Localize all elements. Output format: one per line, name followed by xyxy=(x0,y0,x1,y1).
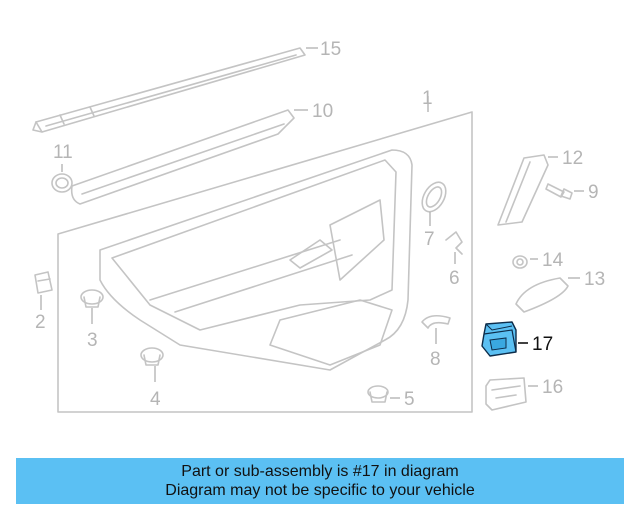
callout-1: 1 xyxy=(422,88,433,109)
callout-16: 16 xyxy=(542,377,563,398)
part-14-cap xyxy=(512,255,528,269)
callout-17: 17 xyxy=(532,334,553,355)
callout-9: 9 xyxy=(588,182,599,203)
info-banner: Part or sub-assembly is #17 in diagram D… xyxy=(16,458,624,504)
banner-line-2: Diagram may not be specific to your vehi… xyxy=(165,482,475,499)
callout-5: 5 xyxy=(404,389,415,410)
part-17-switch[interactable] xyxy=(481,321,517,357)
part-8-hook xyxy=(421,314,451,329)
part-2-clip xyxy=(34,271,53,294)
part-11-grommet xyxy=(51,173,73,193)
callout-12: 12 xyxy=(562,148,583,169)
part-12-pillar-trim xyxy=(497,154,549,226)
callout-4: 4 xyxy=(150,389,161,410)
callout-11: 11 xyxy=(53,142,73,163)
callout-6: 6 xyxy=(449,268,460,289)
banner-line-1: Part or sub-assembly is #17 in diagram xyxy=(181,463,459,480)
part-7-oval-grommet xyxy=(421,181,447,213)
part-13-cover xyxy=(515,277,569,313)
callout-15: 15 xyxy=(320,39,341,60)
part-10-trim-strip xyxy=(70,109,295,205)
callout-10: 10 xyxy=(312,101,333,122)
callout-3: 3 xyxy=(87,330,98,351)
callout-13: 13 xyxy=(584,269,605,290)
part-5-clip xyxy=(367,385,389,403)
callout-2: 2 xyxy=(35,312,46,333)
part-1-door-panel xyxy=(57,111,473,413)
part-6-bracket xyxy=(445,231,463,255)
callout-7: 7 xyxy=(424,229,435,250)
part-9-screw xyxy=(545,183,573,200)
parts-diagram: 15 10 11 1 2 3 4 xyxy=(32,39,605,413)
part-3-push-pin xyxy=(80,289,104,308)
part-4-push-pin xyxy=(140,347,164,366)
part-16-switch-housing xyxy=(485,377,527,411)
callout-14: 14 xyxy=(542,250,564,271)
callout-8: 8 xyxy=(430,349,441,370)
part-15-belt-molding xyxy=(32,47,306,133)
